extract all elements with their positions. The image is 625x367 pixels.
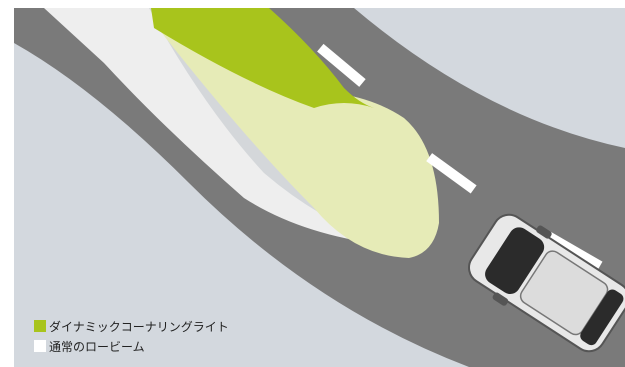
legend-item-cornering: ダイナミックコーナリングライト <box>34 316 229 336</box>
road-illustration <box>14 8 625 367</box>
legend-label-cornering: ダイナミックコーナリングライト <box>49 318 229 335</box>
cornering-swatch <box>34 320 46 332</box>
legend: ダイナミックコーナリングライト 通常のロービーム <box>34 316 229 356</box>
low-beam-swatch <box>34 340 46 352</box>
legend-label-low-beam: 通常のロービーム <box>49 338 145 355</box>
legend-item-low-beam: 通常のロービーム <box>34 336 229 356</box>
road-scene <box>14 8 625 367</box>
